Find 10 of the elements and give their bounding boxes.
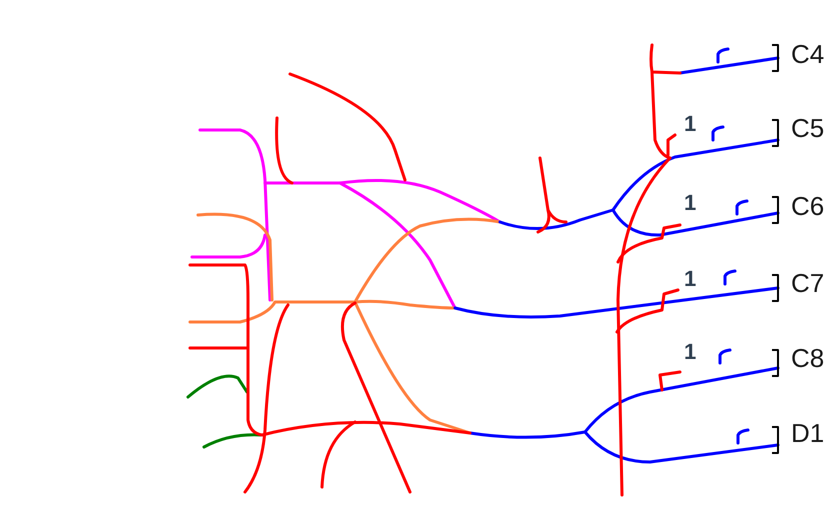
root-label: C4	[791, 41, 824, 67]
branch-number: 1	[684, 341, 696, 363]
root-label: C5	[791, 115, 824, 141]
branch-number: 1	[684, 268, 696, 290]
root-label: C8	[791, 345, 824, 371]
root-label: C6	[791, 193, 824, 219]
root-label: D1	[791, 420, 824, 446]
root-label: C7	[791, 270, 824, 296]
branch-number: 1	[684, 192, 696, 214]
branch-number: 1	[684, 113, 696, 135]
